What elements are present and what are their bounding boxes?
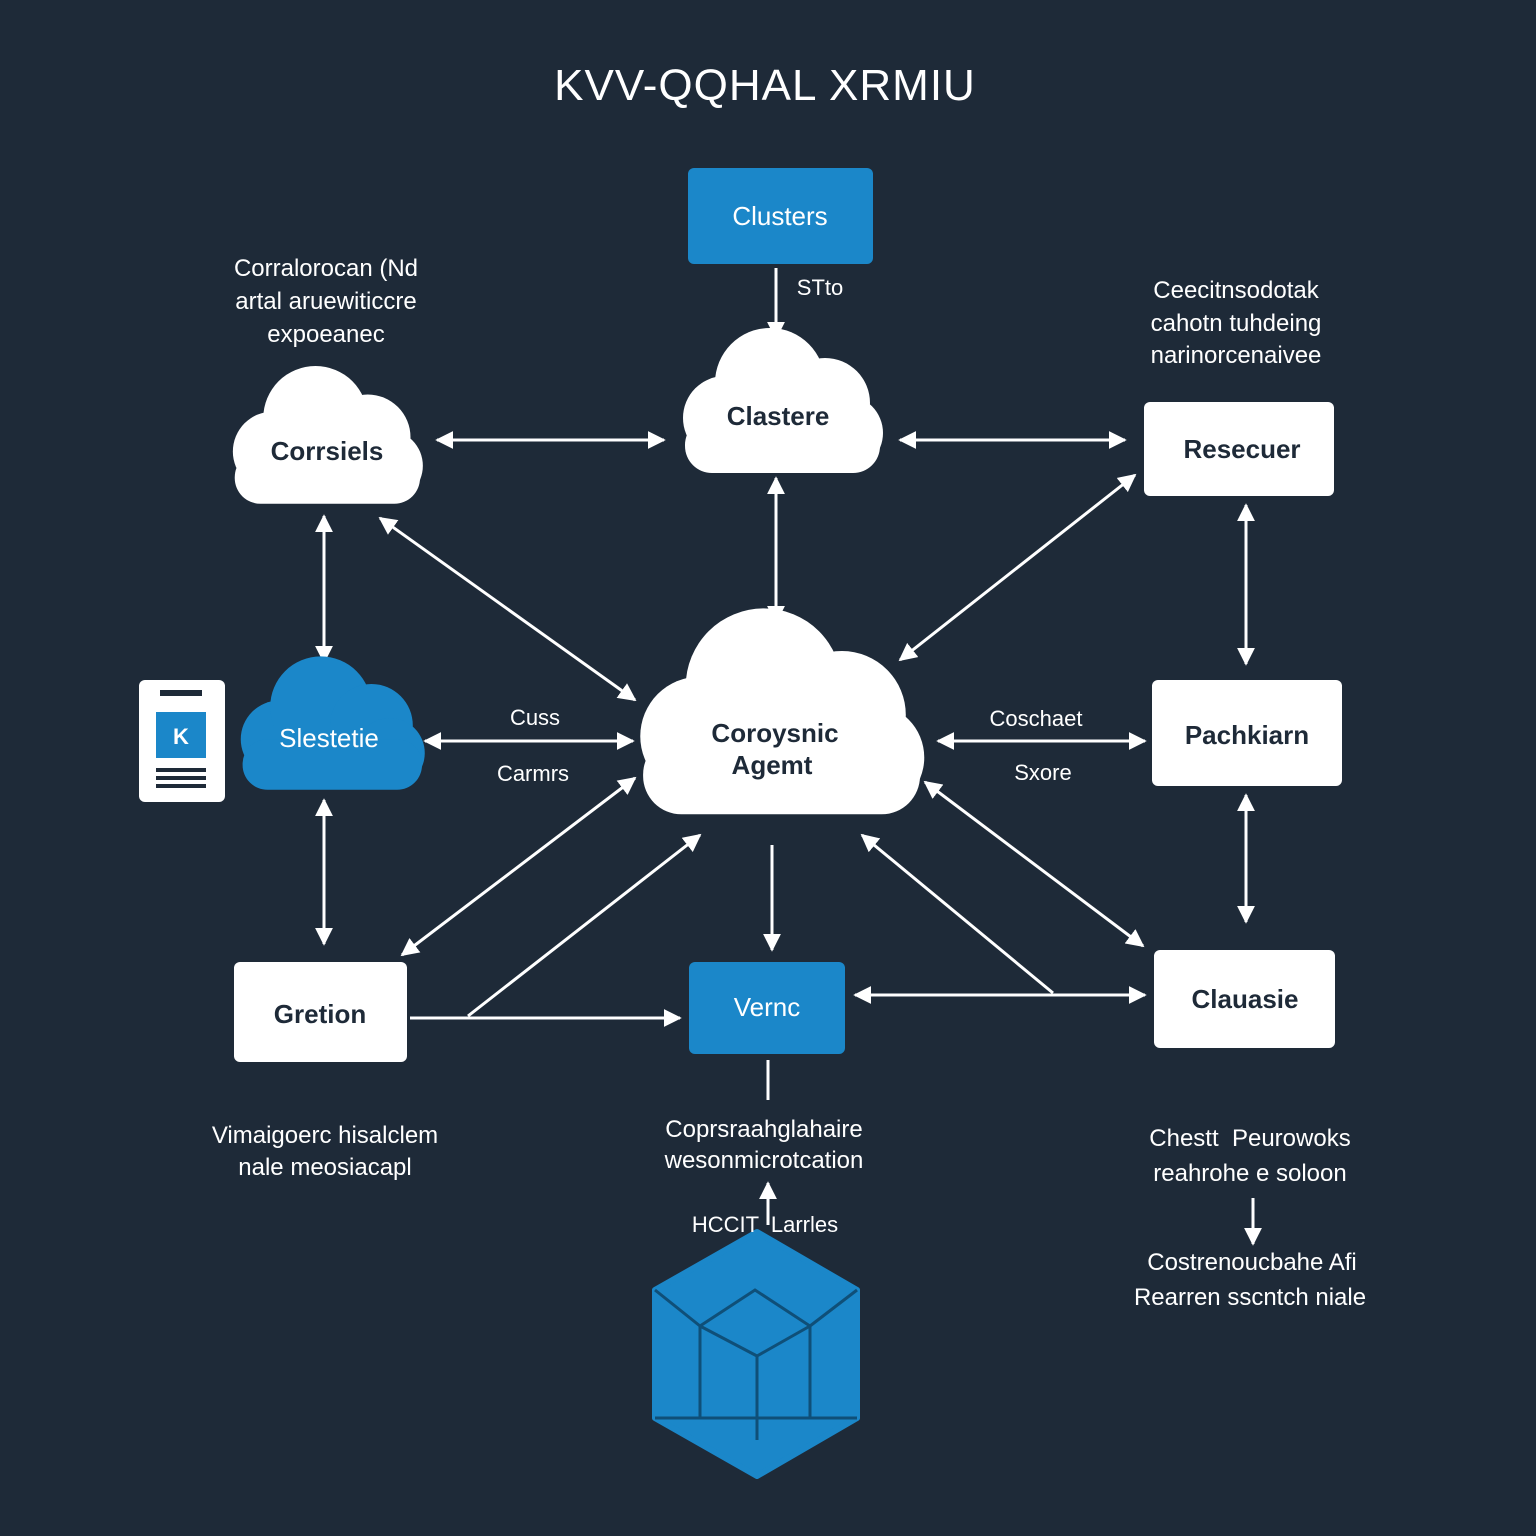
node-gretion-label: Gretion	[274, 999, 366, 1029]
caption-bottom-right-2-line: Rearren sscntch niale	[1134, 1284, 1366, 1311]
node-vernc[interactable]: Vernc	[689, 962, 845, 1054]
diagram-title: KVV-QQHAL XRMIU	[554, 61, 976, 110]
caption-bottom-right-1-line: Chestt Peurowoks	[1149, 1125, 1350, 1152]
caption-bottom-left: Vimaigoerc hisalclem nale meosiacapl	[212, 1122, 438, 1181]
node-clauasie-label: Clauasie	[1192, 984, 1299, 1014]
caption-bottom-center: Coprsraahglahaire wesonmicrotcation	[664, 1116, 864, 1174]
node-gretion[interactable]: Gretion	[234, 962, 407, 1062]
caption-bottom-right-2-line: Costrenoucbahe Afi	[1147, 1249, 1356, 1276]
caption-top-left-line: artal aruewiticcre	[235, 288, 416, 315]
node-resecuer-label: Resecuer	[1183, 434, 1300, 464]
caption-top-left: Corralorocan (Nd artal aruewiticcre expo…	[234, 255, 418, 348]
arrow-gretion-branch-center	[467, 833, 702, 1018]
caption-top-left-line: Corralorocan (Nd	[234, 255, 418, 282]
caption-top-right-line: cahotn tuhdeing	[1151, 310, 1322, 337]
connectors	[315, 268, 1262, 1246]
edge-label-center-left-bottom: Carmrs	[497, 761, 569, 786]
arrow-center-gretion	[400, 776, 637, 957]
node-slestetie-label: Slestetie	[279, 723, 379, 753]
edge-label-bottom: HCCIT Larrles	[692, 1212, 838, 1237]
caption-bottom-right-1: Chestt Peurowoks reahrohe e soloon	[1149, 1125, 1350, 1187]
node-slestetie-cloud[interactable]: Slestetie	[240, 656, 425, 790]
node-clauasie[interactable]: Clauasie	[1154, 950, 1335, 1048]
arrow-branch-center-right	[860, 833, 1054, 995]
caption-bottom-center-line: Coprsraahglahaire	[665, 1116, 862, 1143]
node-center-label-line2: Agemt	[732, 750, 813, 780]
caption-top-right: Ceecitnsodotak cahotn tuhdeing narinorce…	[1151, 277, 1322, 369]
caption-bottom-left-line: nale meosiacapl	[238, 1154, 411, 1181]
node-center-label-line1: Coroysnic	[711, 718, 838, 748]
node-corrsiels-cloud[interactable]: Corrsiels	[232, 366, 423, 504]
arrow-resecuer-center	[898, 473, 1137, 662]
node-corrsiels-label: Corrsiels	[271, 436, 384, 466]
node-clusters[interactable]: Clusters	[688, 168, 873, 264]
node-center-agent-cloud[interactable]: Coroysnic Agemt	[640, 608, 925, 815]
node-pachkiarn[interactable]: Pachkiarn	[1152, 680, 1342, 786]
arrow-left-cloud-center	[378, 516, 637, 702]
node-clusters-label: Clusters	[732, 201, 827, 231]
hexagon-cube-icon	[652, 1229, 860, 1479]
caption-bottom-right-2: Costrenoucbahe Afi Rearren sscntch niale	[1134, 1249, 1366, 1311]
edge-label-top: STto	[797, 275, 843, 300]
node-vernc-label: Vernc	[734, 992, 801, 1022]
device-icon-letter: K	[173, 724, 189, 749]
edge-label-center-left-top: Cuss	[510, 705, 560, 730]
device-icon: K	[139, 680, 225, 802]
arrow-center-clauasie	[923, 780, 1145, 948]
node-pachkiarn-label: Pachkiarn	[1185, 720, 1309, 750]
node-clastere-cloud[interactable]: Clastere	[683, 328, 883, 473]
edge-label-center-right-bottom: Sxore	[1014, 760, 1071, 785]
caption-top-right-line: narinorcenaivee	[1151, 342, 1322, 369]
caption-bottom-right-1-line: reahrohe e soloon	[1153, 1160, 1346, 1187]
caption-top-left-line: expoeanec	[267, 321, 384, 348]
caption-bottom-center-line: wesonmicrotcation	[664, 1147, 864, 1174]
node-resecuer[interactable]: Resecuer	[1144, 402, 1334, 496]
caption-bottom-left-line: Vimaigoerc hisalclem	[212, 1122, 438, 1149]
edge-label-center-right-top: Coschaet	[990, 706, 1083, 731]
node-clastere-label: Clastere	[727, 401, 830, 431]
caption-top-right-line: Ceecitnsodotak	[1153, 277, 1319, 304]
